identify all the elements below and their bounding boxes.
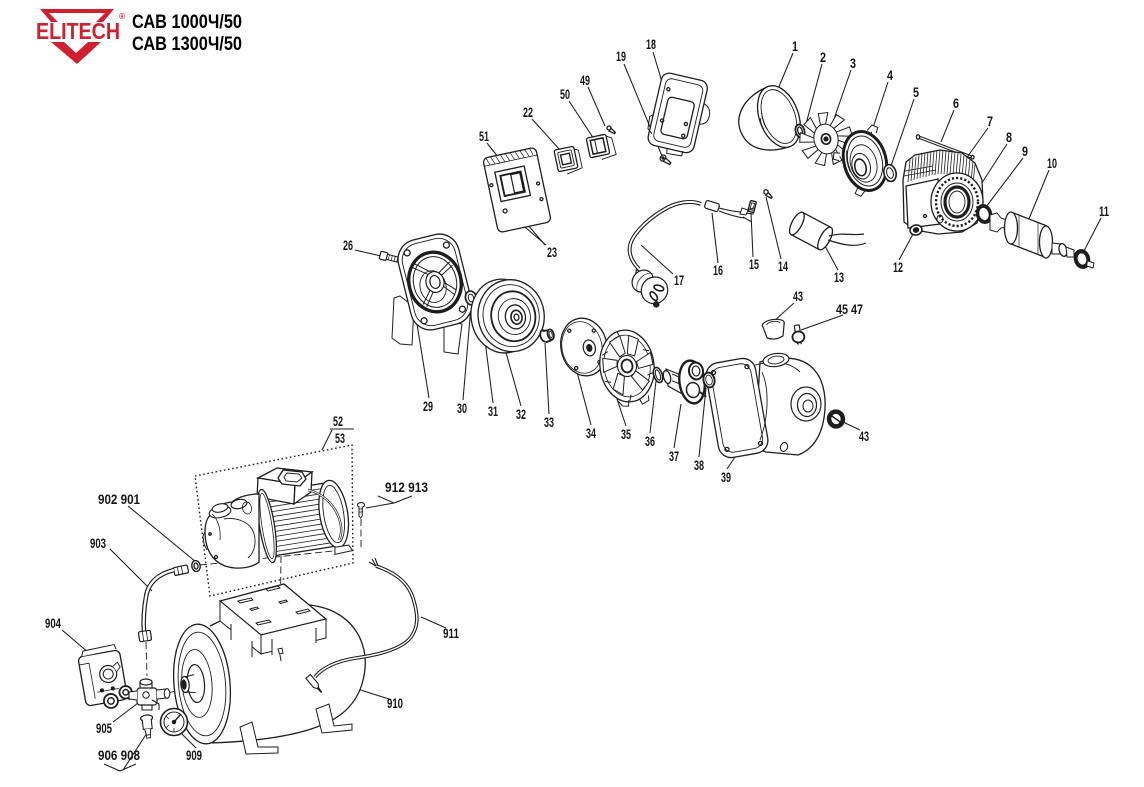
svg-text:904: 904 xyxy=(45,615,61,631)
svg-text:11: 11 xyxy=(1099,203,1109,219)
svg-text:36: 36 xyxy=(645,433,655,449)
svg-text:10: 10 xyxy=(1047,155,1057,171)
svg-text:29: 29 xyxy=(423,398,433,414)
svg-text:16: 16 xyxy=(713,262,723,278)
svg-text:38: 38 xyxy=(694,457,704,473)
svg-text:912 913: 912 913 xyxy=(385,479,428,495)
svg-text:50: 50 xyxy=(560,86,570,102)
svg-text:910: 910 xyxy=(387,695,403,711)
svg-text:34: 34 xyxy=(586,425,596,441)
svg-text:911: 911 xyxy=(443,625,459,641)
svg-text:51: 51 xyxy=(479,128,489,144)
svg-text:30: 30 xyxy=(457,400,467,416)
svg-text:45 47: 45 47 xyxy=(836,301,863,317)
svg-text:31: 31 xyxy=(488,403,498,419)
svg-text:САВ 1000Ч/50: САВ 1000Ч/50 xyxy=(132,12,242,33)
svg-text:9: 9 xyxy=(1022,143,1028,159)
svg-text:18: 18 xyxy=(646,36,656,52)
svg-text:13: 13 xyxy=(834,269,844,285)
svg-text:23: 23 xyxy=(547,244,557,260)
svg-text:ELITECH: ELITECH xyxy=(36,18,120,44)
svg-text:4: 4 xyxy=(887,67,893,83)
svg-text:®: ® xyxy=(119,12,125,21)
svg-text:909: 909 xyxy=(186,747,202,763)
svg-text:2: 2 xyxy=(820,49,826,65)
svg-text:39: 39 xyxy=(721,469,731,485)
svg-text:43: 43 xyxy=(859,428,869,444)
svg-text:14: 14 xyxy=(778,258,788,274)
svg-text:5: 5 xyxy=(913,84,919,100)
svg-text:32: 32 xyxy=(516,406,526,422)
svg-text:8: 8 xyxy=(1006,129,1012,145)
svg-text:19: 19 xyxy=(616,48,626,64)
svg-text:52: 52 xyxy=(333,413,343,429)
svg-text:12: 12 xyxy=(893,259,903,275)
svg-text:905: 905 xyxy=(96,720,112,736)
svg-text:53: 53 xyxy=(335,430,345,446)
svg-text:33: 33 xyxy=(544,414,554,430)
svg-text:6: 6 xyxy=(953,95,959,111)
svg-text:17: 17 xyxy=(674,272,684,288)
svg-text:1: 1 xyxy=(792,38,798,54)
svg-text:906 908: 906 908 xyxy=(98,747,140,763)
svg-text:49: 49 xyxy=(580,72,590,88)
svg-text:26: 26 xyxy=(343,237,353,253)
svg-text:7: 7 xyxy=(987,113,993,129)
svg-text:22: 22 xyxy=(523,104,533,120)
svg-text:35: 35 xyxy=(621,426,631,442)
svg-text:43: 43 xyxy=(793,288,803,304)
svg-text:903: 903 xyxy=(90,535,106,551)
svg-text:САВ 1300Ч/50: САВ 1300Ч/50 xyxy=(132,34,242,55)
svg-text:3: 3 xyxy=(850,55,856,71)
svg-text:902 901: 902 901 xyxy=(98,491,140,507)
svg-text:15: 15 xyxy=(749,256,759,272)
svg-text:37: 37 xyxy=(669,448,679,464)
